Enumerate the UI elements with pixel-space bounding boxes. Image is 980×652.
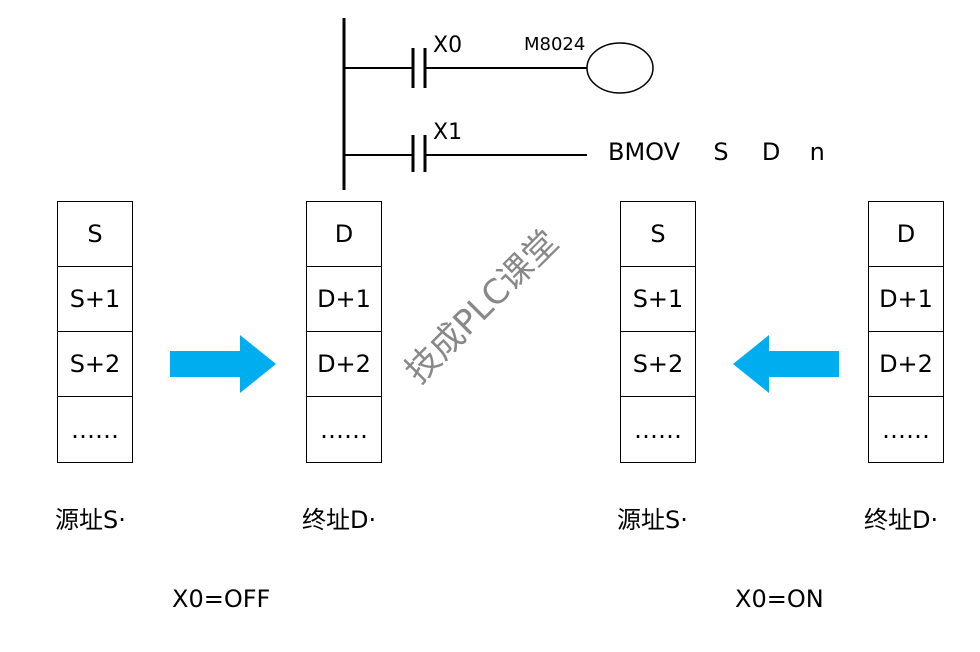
x1-contact-label: X1 xyxy=(433,120,463,145)
instruction-operand-s: S xyxy=(713,138,729,166)
dest-cell-ellipsis: …… xyxy=(882,415,930,444)
dest-cell: D+2 xyxy=(307,332,381,397)
source-cell: S xyxy=(621,202,695,267)
dest-stack-off: D D+1 D+2 …… xyxy=(306,201,382,463)
ladder-diagram xyxy=(342,18,654,190)
dest-stack-on: D D+1 D+2 …… xyxy=(868,201,944,463)
dest-caption-off: 终址D· xyxy=(302,506,377,534)
arrow-left-icon xyxy=(733,335,839,393)
source-cell: S+1 xyxy=(621,267,695,332)
dest-cell: D+2 xyxy=(869,332,943,397)
dest-cell: D+1 xyxy=(869,267,943,332)
source-cell-ellipsis: …… xyxy=(634,415,682,444)
source-cell: S+1 xyxy=(58,267,132,332)
m8024-coil xyxy=(586,42,654,94)
watermark: 技成PLC课堂 xyxy=(397,222,567,392)
instruction-operand-d: D xyxy=(761,138,781,166)
state-label-off: X0=OFF xyxy=(172,585,271,613)
dest-cell: D xyxy=(869,202,943,267)
x0-contact-label: X0 xyxy=(433,33,463,58)
dest-cell: D+1 xyxy=(307,267,381,332)
m8024-coil-label: M8024 xyxy=(524,34,586,55)
instruction-operand-n: n xyxy=(809,138,825,166)
source-caption-on: 源址S· xyxy=(617,506,688,534)
source-cell-ellipsis: …… xyxy=(71,415,119,444)
dest-cell: D xyxy=(307,202,381,267)
source-stack-off: S S+1 S+2 …… xyxy=(57,201,133,463)
dest-caption-on: 终址D· xyxy=(864,506,939,534)
bmov-instruction: BMOV S D n xyxy=(608,138,825,166)
arrow-right-icon xyxy=(170,335,276,393)
source-cell: S+2 xyxy=(621,332,695,397)
source-caption-off: 源址S· xyxy=(55,506,126,534)
dest-cell-ellipsis: …… xyxy=(320,415,368,444)
source-stack-on: S S+1 S+2 …… xyxy=(620,201,696,463)
instruction-mnemonic: BMOV xyxy=(608,138,681,166)
state-label-on: X0=ON xyxy=(735,585,824,613)
source-cell: S xyxy=(58,202,132,267)
source-cell: S+2 xyxy=(58,332,132,397)
